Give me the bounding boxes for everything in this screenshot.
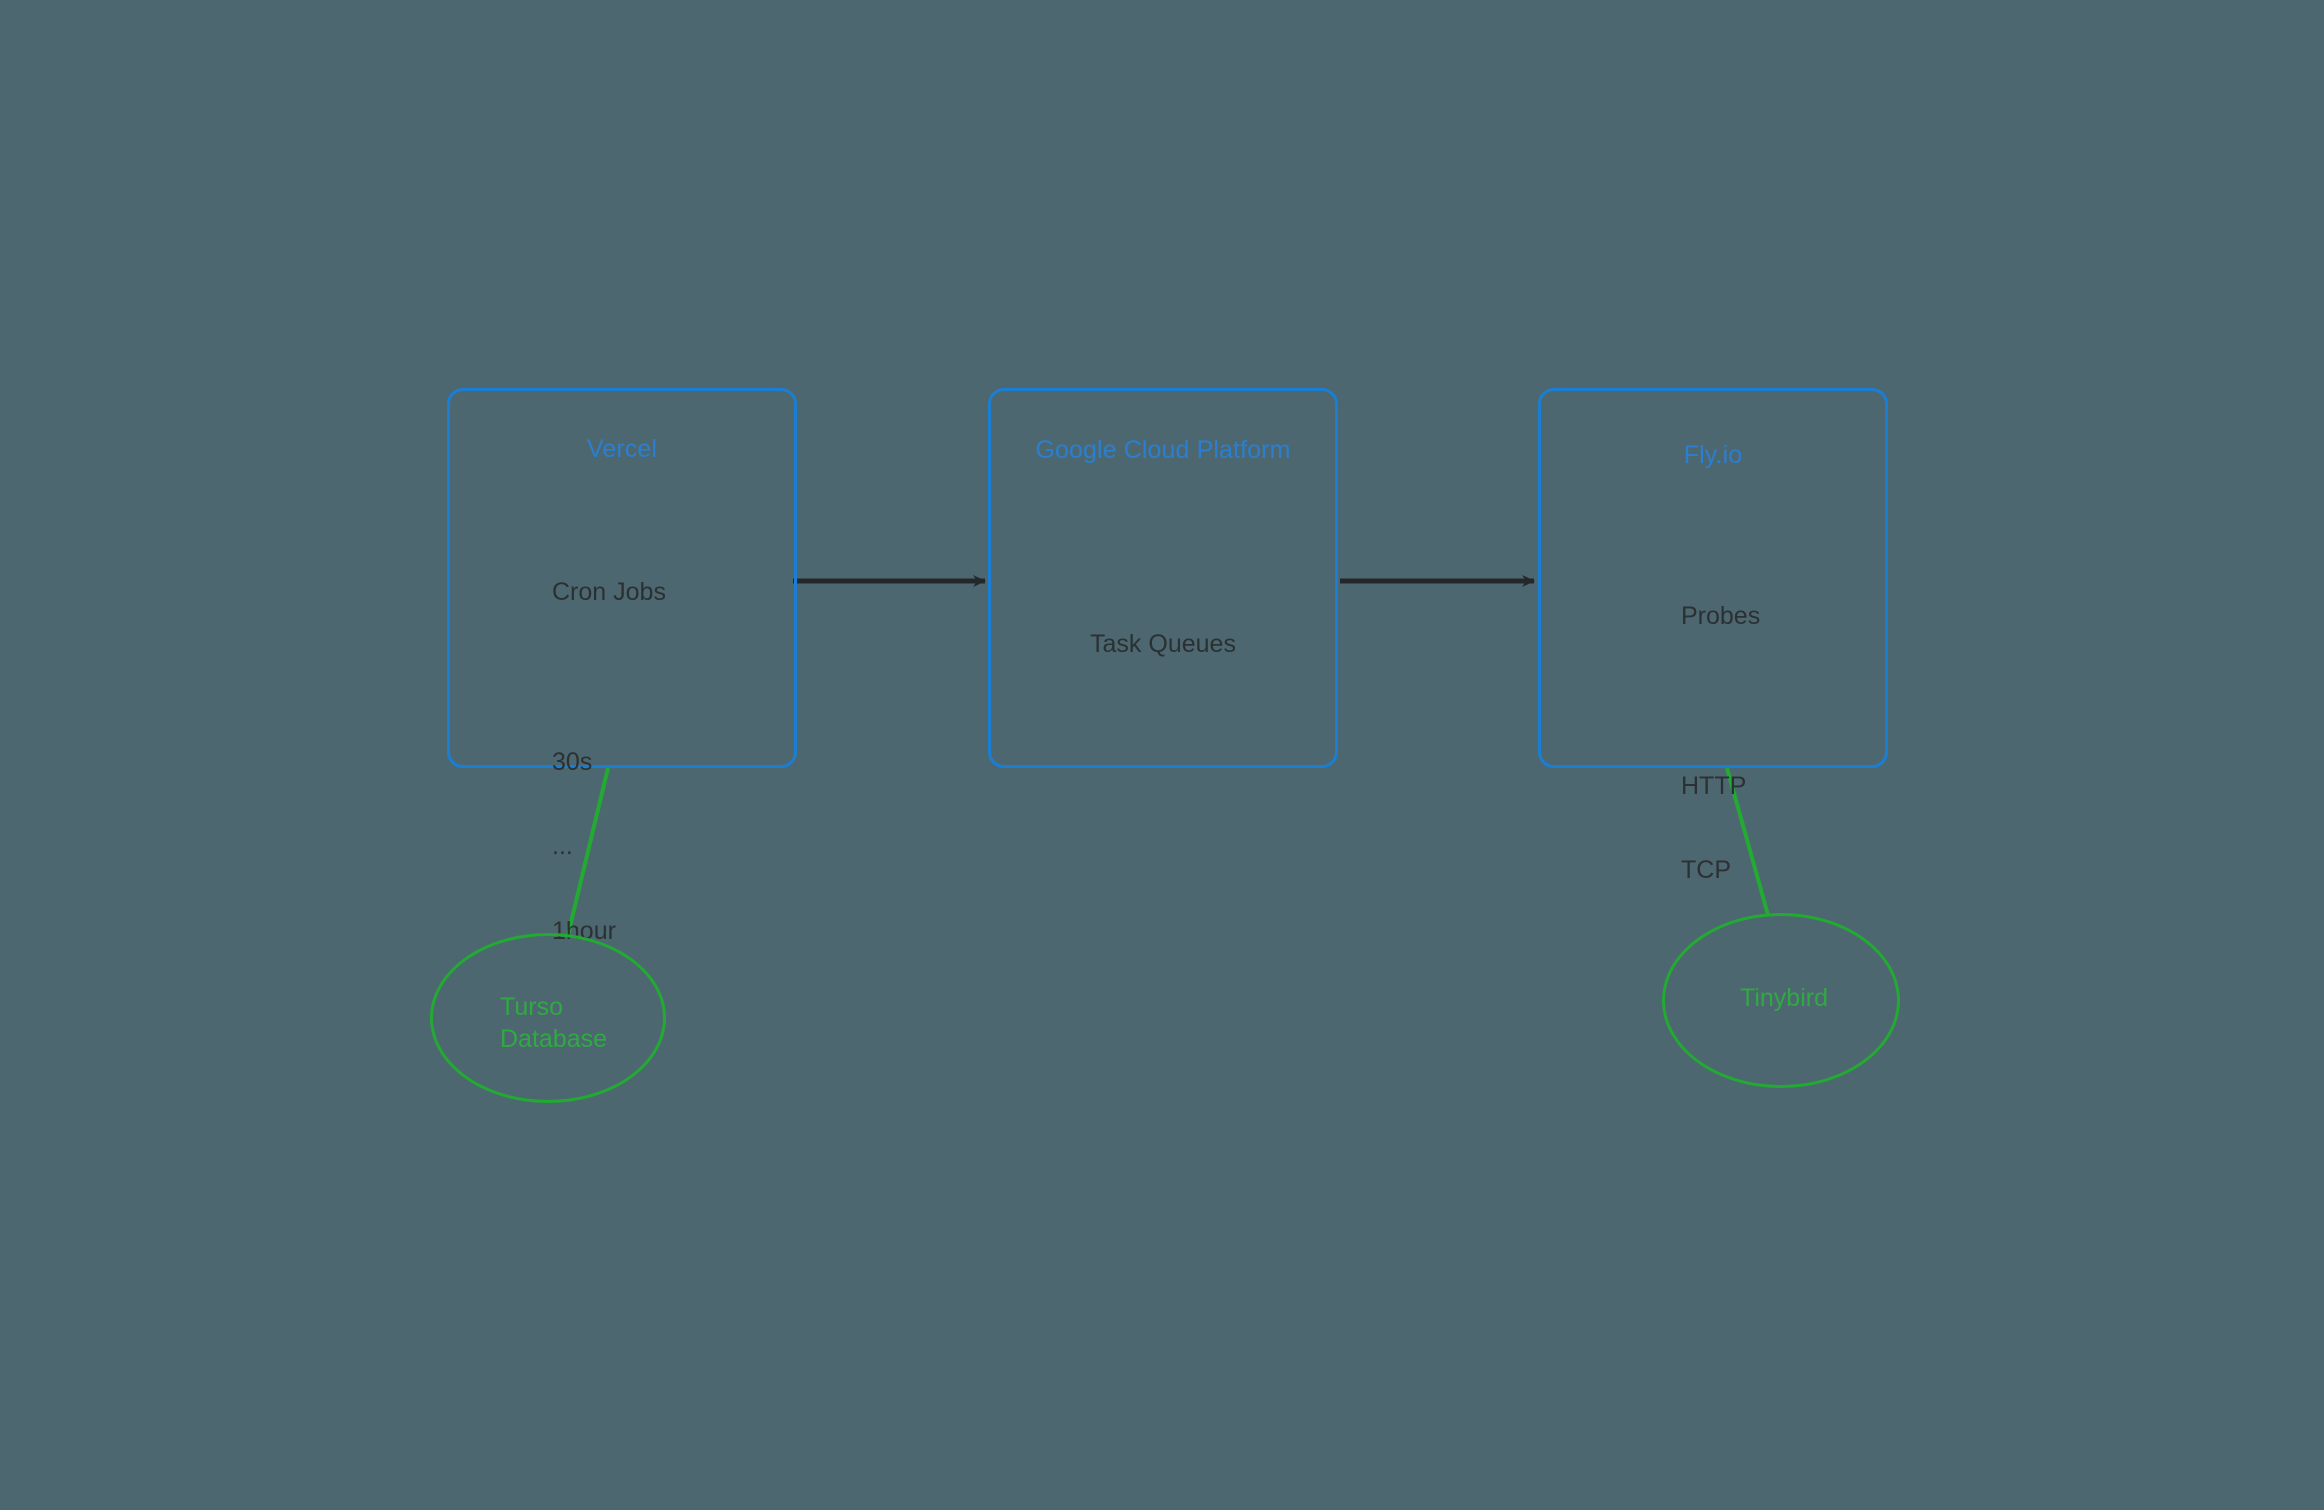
node-gcp-title: Google Cloud Platform	[1035, 436, 1291, 464]
node-flyio[interactable]: Fly.io Probes HTTP TCP	[1538, 388, 1888, 883]
node-flyio-body-line-3: TCP	[1681, 856, 1731, 884]
node-gcp[interactable]: Google Cloud Platform Task Queues	[988, 388, 1338, 768]
node-tinybird-label: Tinybird	[1740, 984, 1828, 1012]
node-vercel-body: Cron Jobs 30s ... 1hour	[552, 521, 666, 1002]
node-vercel-body-spacer	[552, 664, 666, 691]
node-turso[interactable]: Turso Database	[430, 933, 666, 1103]
node-turso-label: Turso Database	[500, 993, 608, 1053]
node-gcp-body: Task Queues	[991, 573, 1335, 716]
node-flyio-body-spacer	[1681, 688, 1760, 715]
node-vercel-title: Vercel	[586, 435, 658, 463]
node-vercel-body-line-2: 30s	[552, 747, 593, 776]
node-flyio-body: Probes HTTP TCP	[1681, 545, 1760, 942]
node-vercel[interactable]: Vercel Cron Jobs 30s ... 1hour	[447, 388, 797, 944]
node-gcp-body-line-0: Task Queues	[1090, 630, 1236, 658]
node-vercel-body-line-3: ...	[552, 832, 573, 860]
node-flyio-body-line-0: Probes	[1681, 602, 1761, 630]
node-flyio-title: Fly.io	[1683, 441, 1743, 469]
node-vercel-body-line-0: Cron Jobs	[552, 578, 666, 606]
node-tinybird[interactable]: Tinybird	[1662, 913, 1900, 1088]
node-flyio-body-line-2: HTTP	[1681, 771, 1747, 800]
